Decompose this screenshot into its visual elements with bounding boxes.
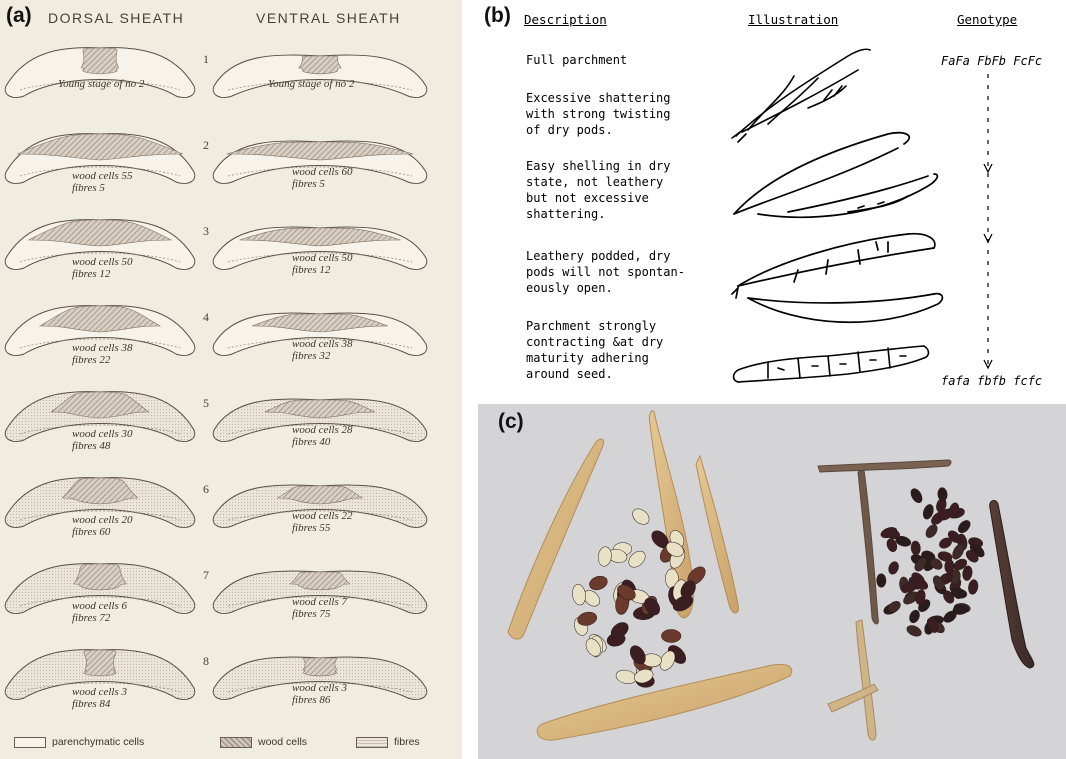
dorsal-wood-cell-band (81, 48, 119, 74)
panel-c-pod-photo: (c) (478, 404, 1066, 759)
ventral-note: wood cells 3 fibres 86 (292, 682, 347, 706)
fibres-swatch (356, 737, 388, 748)
row-number: 2 (203, 138, 209, 153)
description-excessive-shattering: Excessive shattering with strong twistin… (526, 90, 671, 138)
description-parchment-contracting: Parchment strongly contracting &at dry m… (526, 318, 663, 382)
legend-label-parenchymatic: parenchymatic cells (52, 736, 144, 748)
dorsal-note: Young stage of no 2 (58, 78, 144, 90)
legend-label-wood-cells: wood cells (258, 736, 307, 748)
description-heading: Description (524, 12, 607, 27)
panel-b-label: (b) (484, 4, 511, 28)
genotype-gradient-arrow (978, 74, 998, 374)
row-number: 5 (203, 396, 209, 411)
legend-fibres: fibres (356, 736, 420, 748)
leathery-pod-illustration (732, 234, 942, 323)
row-number: 6 (203, 482, 209, 497)
sheath-cross-sections (0, 0, 462, 759)
row-number: 1 (203, 52, 209, 67)
description-leathery-podded: Leathery podded, dry pods will not spont… (526, 248, 685, 296)
genotype-dominant: FaFa FbFb FcFc (941, 54, 1042, 68)
dorsal-wood-cell-band (74, 564, 127, 590)
genotype-heading: Genotype (957, 12, 1017, 27)
row-number: 7 (203, 568, 209, 583)
pod-illustrations (728, 36, 958, 392)
wood-cells-swatch (220, 737, 252, 748)
ventral-note: wood cells 60 fibres 5 (292, 166, 353, 190)
row-number: 3 (203, 224, 209, 239)
ventral-wood-cell-band (303, 658, 337, 676)
bean-seed (876, 574, 886, 588)
dorsal-note: wood cells 20 fibres 60 (72, 514, 133, 538)
row-number: 4 (203, 310, 209, 325)
parenchymatic-swatch (14, 737, 46, 748)
row-number: 8 (203, 654, 209, 669)
ventral-note: wood cells 22 fibres 55 (292, 510, 353, 534)
panel-b-pod-types-table: (b) Description Illustration Genotype Fu… (478, 0, 1066, 397)
ventral-note: wood cells 38 fibres 32 (292, 338, 353, 362)
dorsal-sheath-heading: DORSAL SHEATH (48, 10, 184, 26)
contracted-pod-illustration (734, 346, 929, 382)
panel-a-label: (a) (6, 4, 32, 28)
ventral-note: wood cells 28 fibres 40 (292, 424, 353, 448)
description-easy-shelling: Easy shelling in dry state, not leathery… (526, 158, 671, 222)
dorsal-wood-cell-band (84, 650, 116, 676)
panel-a-legend: parenchymatic cells wood cells fibres (14, 736, 454, 752)
illustration-heading: Illustration (748, 12, 838, 27)
legend-parenchymatic: parenchymatic cells (14, 736, 144, 748)
ventral-note: Young stage of no 2 (268, 78, 354, 90)
legend-label-fibres: fibres (394, 736, 420, 748)
twisted-pod-illustration (732, 49, 870, 142)
panel-c-label: (c) (498, 410, 524, 434)
legend-wood-cells: wood cells (220, 736, 307, 748)
dorsal-note: wood cells 50 fibres 12 (72, 256, 133, 280)
bean-pods-photograph (478, 404, 1066, 759)
ventral-sheath-heading: VENTRAL SHEATH (256, 10, 401, 26)
ventral-wood-cell-band (299, 56, 341, 74)
dorsal-note: wood cells 6 fibres 72 (72, 600, 127, 624)
bean-seed (945, 559, 954, 573)
ventral-note: wood cells 7 fibres 75 (292, 596, 347, 620)
bean-seed (661, 629, 681, 642)
dorsal-note: wood cells 38 fibres 22 (72, 342, 133, 366)
dorsal-note: wood cells 55 fibres 5 (72, 170, 133, 194)
genotype-recessive: fafa fbfb fcfc (941, 374, 1042, 388)
dorsal-note: wood cells 30 fibres 48 (72, 428, 133, 452)
description-full-parchment: Full parchment (526, 52, 627, 68)
shelling-pod-illustration (734, 133, 937, 217)
dorsal-note: wood cells 3 fibres 84 (72, 686, 127, 710)
ventral-note: wood cells 50 fibres 12 (292, 252, 353, 276)
